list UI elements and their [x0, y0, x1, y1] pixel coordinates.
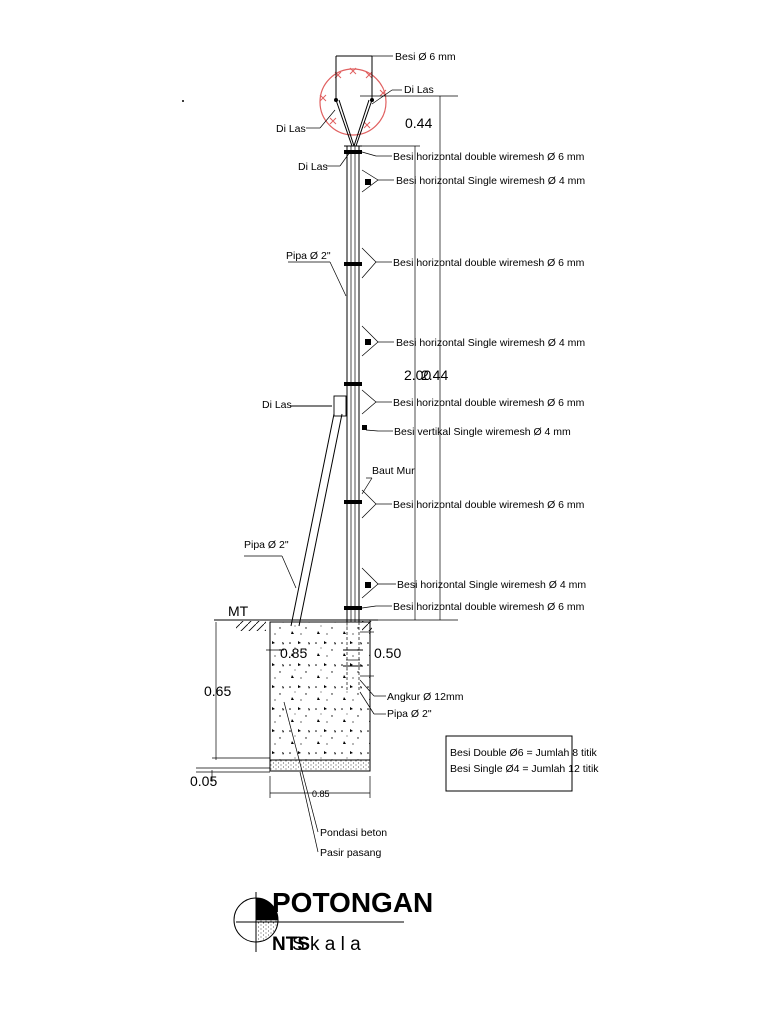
- wire-leaders: [361, 151, 396, 609]
- barbed-wire-ticks: [319, 67, 387, 129]
- pasir-label: Pasir pasang: [320, 847, 381, 859]
- pipa-bottom-label: Pipa Ø 2": [387, 708, 432, 720]
- wire-clamps: [344, 150, 371, 610]
- dim-085-top: 0.85: [280, 645, 307, 661]
- baut-mur-label: Baut Mur: [372, 465, 415, 477]
- wire-label-9: Besi horizontal double wiremesh Ø 6 mm: [393, 601, 585, 613]
- stray-dot: [182, 100, 184, 102]
- dim-200: 2.00: [404, 367, 431, 383]
- wire-label-4: Besi horizontal Single wiremesh Ø 4 mm: [396, 337, 585, 349]
- barbed-wire-circle: [319, 68, 387, 136]
- angkur-label: Angkur Ø 12mm: [387, 691, 464, 703]
- legend-line-2: Besi Single Ø4 = Jumlah 12 titik: [450, 763, 599, 775]
- dim-044: 0.44: [405, 115, 432, 131]
- diagonal-brace: [290, 395, 347, 627]
- wire-label-8: Besi horizontal Single wiremesh Ø 4 mm: [397, 579, 586, 591]
- di-las-left-2: Di Las: [298, 161, 328, 173]
- wire-label-5: Besi horizontal double wiremesh Ø 6 mm: [393, 397, 585, 409]
- dim-065: 0.65: [204, 683, 231, 699]
- dim-005: 0.05: [190, 773, 217, 789]
- di-las-left-3: Di Las: [262, 399, 292, 411]
- mt-label: MT: [228, 603, 249, 619]
- besi-top-label: Besi Ø 6 mm: [395, 51, 456, 63]
- title-scale: S k a l a: [292, 934, 361, 955]
- barbed-top-assembly: [319, 55, 387, 147]
- wire-label-1: Besi horizontal double wiremesh Ø 6 mm: [393, 151, 585, 163]
- pondasi-label: Pondasi beton: [320, 827, 387, 839]
- wire-label-3: Besi horizontal double wiremesh Ø 6 mm: [393, 257, 585, 269]
- soil-hatch-left: [236, 621, 266, 631]
- wire-label-2: Besi horizontal Single wiremesh Ø 4 mm: [396, 175, 585, 187]
- dim-085-bottom: 0.85: [312, 789, 330, 799]
- title-nts: NTS: [272, 934, 310, 955]
- di-las-left-1: Di Las: [276, 123, 306, 135]
- pipa-brace-label: Pipa Ø 2": [244, 539, 289, 551]
- legend-box: Besi Double Ø6 = Jumlah 8 titik Besi Sin…: [445, 735, 599, 792]
- title-main: POTONGAN: [272, 887, 433, 918]
- dim-050: 0.50: [374, 645, 401, 661]
- legend-line-1: Besi Double Ø6 = Jumlah 8 titik: [450, 747, 598, 759]
- wire-label-7: Besi horizontal double wiremesh Ø 6 mm: [393, 499, 585, 511]
- pipa-upper-label: Pipa Ø 2": [286, 250, 331, 262]
- wire-label-6: Besi vertikal Single wiremesh Ø 4 mm: [394, 426, 571, 438]
- title-symbol: [233, 892, 279, 952]
- dim-244: 2.44: [421, 367, 448, 383]
- di-las-top-right: Di Las: [404, 84, 434, 96]
